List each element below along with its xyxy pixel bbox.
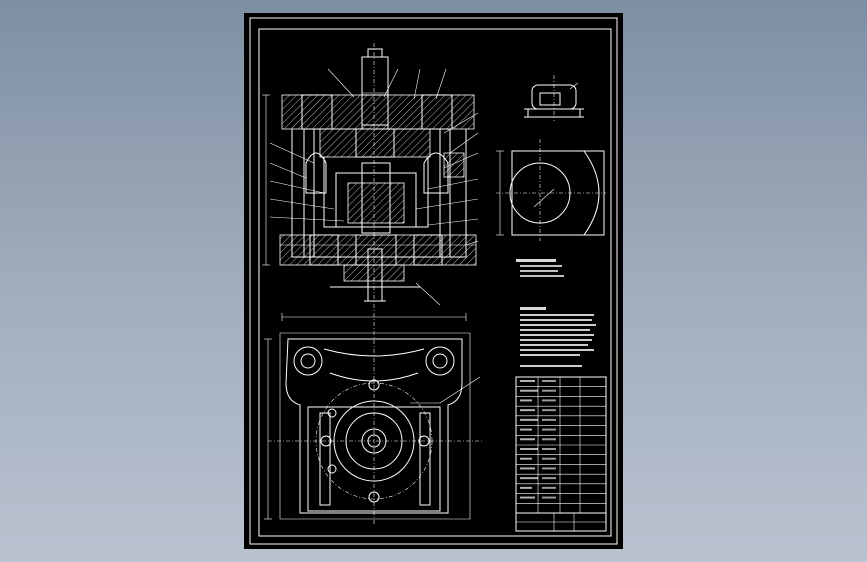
drawing-canvas bbox=[249, 17, 618, 545]
title-block-cell-text bbox=[542, 399, 556, 402]
drawing-sheet bbox=[244, 13, 623, 549]
inner-border bbox=[258, 28, 612, 537]
title-block-cell-text bbox=[520, 389, 538, 392]
title-block-cell-text bbox=[520, 438, 535, 441]
title-block-cell-text bbox=[542, 418, 556, 421]
title-block-cell-text bbox=[542, 486, 556, 489]
title-block-cell-text bbox=[520, 457, 532, 460]
title-block-cell-text bbox=[520, 496, 535, 499]
title-block-cell-text bbox=[542, 477, 556, 480]
title-block-cell-text bbox=[520, 477, 538, 480]
title-block-cell-text bbox=[542, 438, 556, 441]
title-block-cell-text bbox=[542, 409, 556, 412]
technical-notes bbox=[516, 259, 596, 367]
title-block-cell-text bbox=[542, 496, 556, 499]
title-block-cell-text bbox=[520, 448, 538, 450]
title-block-cell-text bbox=[520, 418, 538, 421]
auxiliary-view-square bbox=[496, 139, 606, 241]
title-block-cell-text bbox=[520, 486, 532, 489]
outer-border bbox=[249, 17, 618, 545]
title-block-cell-text bbox=[542, 389, 556, 392]
auxiliary-view-top bbox=[524, 75, 584, 121]
title-block-cell-text bbox=[542, 457, 556, 460]
title-block-cell-text bbox=[542, 467, 556, 470]
title-block-cell-text bbox=[520, 428, 532, 431]
title-block-cell-text bbox=[542, 380, 556, 382]
title-block bbox=[515, 376, 607, 532]
title-block-cell-text bbox=[520, 467, 535, 470]
title-block-cell-text bbox=[542, 448, 556, 450]
title-block-cell-text bbox=[520, 380, 535, 382]
title-block-cell-text bbox=[520, 399, 532, 402]
section-view bbox=[262, 43, 479, 313]
title-block-cell-text bbox=[542, 428, 556, 431]
plan-view bbox=[264, 313, 482, 525]
title-block-cell-text bbox=[520, 409, 535, 412]
